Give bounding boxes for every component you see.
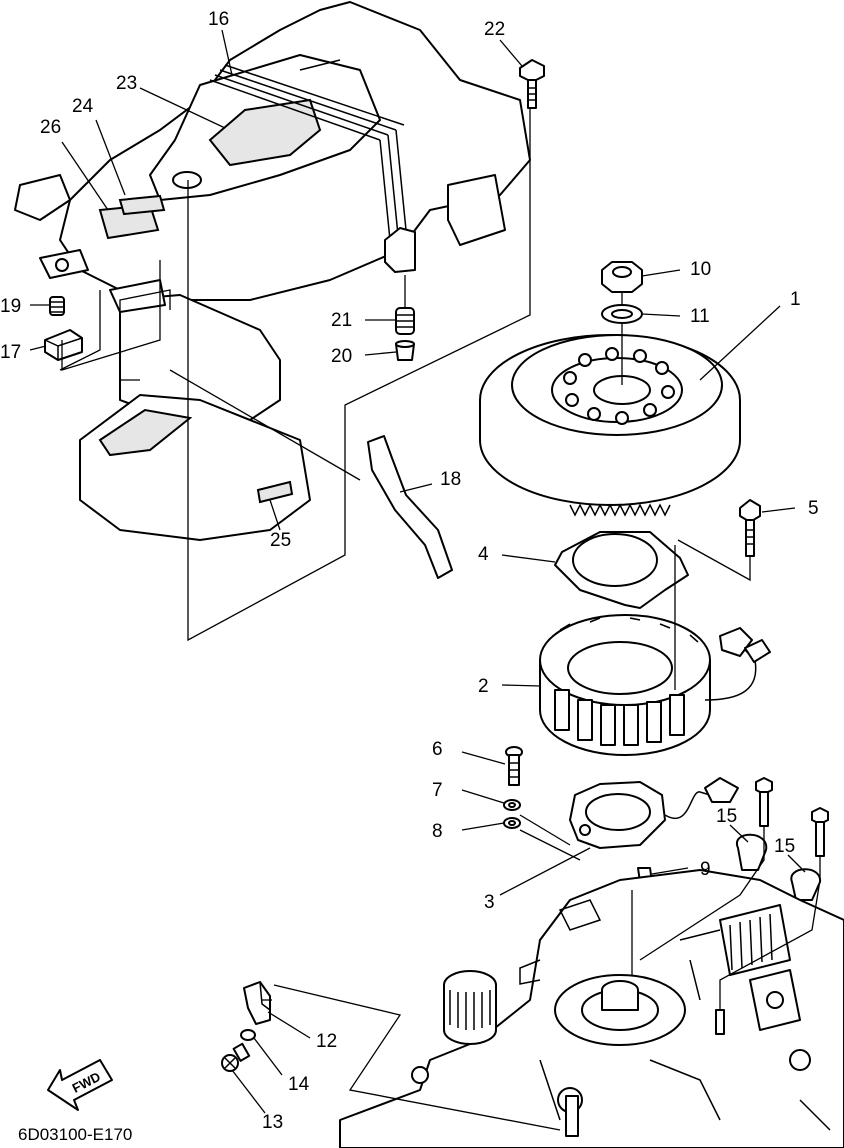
- callout-12: 12: [316, 1031, 337, 1052]
- bolt-5: [739, 499, 761, 557]
- pulser-coil-3: [569, 777, 739, 849]
- plate-18: [367, 435, 453, 579]
- callout-22: 22: [484, 19, 505, 40]
- collar-20: [395, 340, 415, 361]
- callout-8: 8: [432, 821, 443, 842]
- flywheel-1: [479, 334, 741, 517]
- callout-2: 2: [478, 676, 489, 697]
- washer-11: [601, 304, 643, 324]
- washer-8: [503, 817, 521, 829]
- callout-26: 26: [40, 117, 61, 138]
- flywheel-cover: [14, 1, 531, 301]
- callout-1: 1: [790, 289, 801, 310]
- grommet-19: [49, 296, 65, 316]
- washer-14: [240, 1029, 256, 1041]
- callout-labels: 1 2 3 4 5 6 7 8 9 10 11 12 13 14 15 15 1…: [0, 9, 819, 1133]
- clamp-15a: [736, 777, 773, 871]
- callout-11: 11: [690, 306, 710, 327]
- callout-25: 25: [270, 530, 291, 551]
- callout-19: 19: [0, 296, 21, 317]
- ring-4: [554, 531, 689, 609]
- callout-6: 6: [432, 739, 443, 760]
- callout-21: 21: [331, 310, 352, 331]
- callout-15a: 15: [716, 806, 737, 827]
- engine-block: [339, 869, 844, 1148]
- assembly-lines: [59, 108, 821, 1131]
- nut-10: [601, 261, 643, 293]
- callout-24: 24: [72, 96, 94, 117]
- fwd-arrow-icon: FWD: [47, 1059, 113, 1111]
- grommet-21: [395, 307, 415, 335]
- screw-13: [221, 1042, 251, 1072]
- callout-20: 20: [331, 346, 352, 367]
- callout-18: 18: [440, 469, 461, 490]
- screw-6: [505, 746, 523, 786]
- damper-17: [44, 329, 83, 361]
- callout-10: 10: [690, 259, 711, 280]
- callout-leaders: [29, 29, 806, 1114]
- clip-12: [243, 981, 271, 1025]
- washer-7: [503, 799, 521, 811]
- callout-16: 16: [208, 9, 229, 30]
- callout-7: 7: [432, 780, 443, 801]
- callout-5: 5: [808, 498, 819, 519]
- clamp-15b: [790, 807, 829, 901]
- callout-3: 3: [484, 892, 495, 913]
- callout-14: 14: [288, 1074, 310, 1095]
- callout-13: 13: [262, 1112, 283, 1133]
- callout-9: 9: [700, 859, 711, 880]
- lower-cover: [79, 279, 311, 541]
- figure-code: 6D03100-E170: [18, 1125, 132, 1144]
- bolt-22: [519, 59, 545, 109]
- stator-2: [539, 614, 771, 756]
- callout-17: 17: [0, 342, 21, 363]
- callout-23: 23: [116, 73, 137, 94]
- callout-15b: 15: [774, 836, 795, 857]
- callout-4: 4: [478, 544, 489, 565]
